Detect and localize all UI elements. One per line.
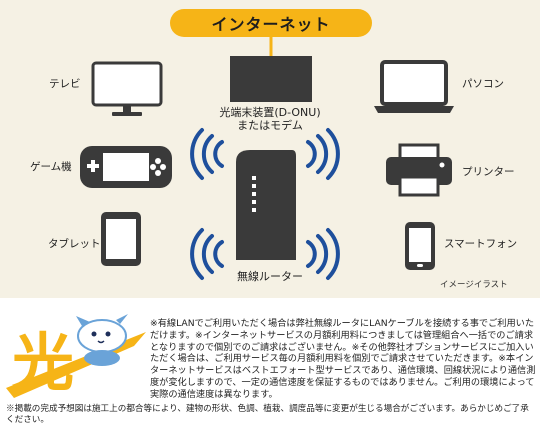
game-label: ゲーム機 (30, 161, 72, 173)
internet-text: インターネット (211, 15, 331, 34)
notes-text: ※有線LANでご利用いただく場合は弊社無線ルータにLANケーブルを接続する事でご… (150, 318, 536, 400)
tv-label: テレビ (49, 78, 81, 90)
router-icon (236, 150, 296, 260)
internet-connection-line (269, 36, 273, 56)
printer-icon (386, 143, 452, 197)
tv-icon (91, 61, 163, 116)
logo-text: 光 (12, 326, 74, 399)
wifi-waves-icon (190, 128, 340, 280)
footnote-text: ※掲載の完成予想図は施工上の都合等により、建物の形状、色調、植栽、調度品等に変更… (6, 404, 529, 425)
onu-label-line2: またはモデム (237, 119, 303, 132)
tablet-icon (101, 212, 141, 266)
pc-label: パソコン (462, 78, 504, 90)
smartphone-label: スマートフォン (444, 238, 518, 250)
tablet-label: タブレット (48, 238, 101, 250)
internet-label: インターネット (170, 9, 372, 37)
router-label: 無線ルーター (237, 270, 303, 283)
laptop-icon (374, 60, 454, 113)
hikari-logo-icon: 光 (6, 314, 146, 399)
printer-label: プリンター (462, 166, 515, 178)
onu-label-line1: 光端末装置(D-ONU) (219, 106, 321, 119)
game-console-icon (80, 146, 172, 188)
smartphone-icon (405, 222, 435, 270)
image-note: イメージイラスト (440, 280, 508, 290)
onu-icon (230, 56, 312, 102)
onu-label: 光端末装置(D-ONU) またはモデム (190, 106, 350, 132)
